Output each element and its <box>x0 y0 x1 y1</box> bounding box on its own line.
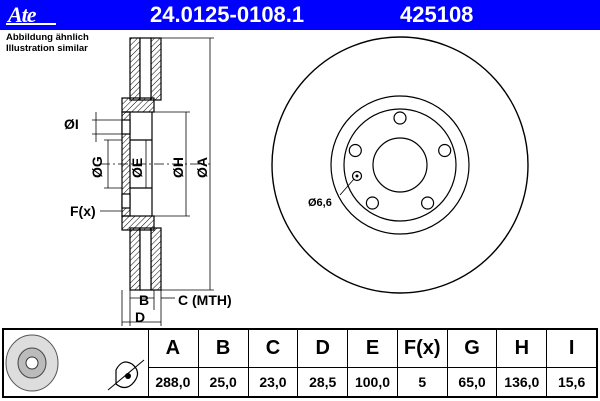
value-h: 136,0 <box>496 368 546 396</box>
bolt-hole-icon <box>365 196 379 210</box>
ate-logo: Ate <box>8 2 37 27</box>
value-c: 23,0 <box>247 368 298 396</box>
note-english: Illustration similar <box>6 43 88 54</box>
header-bar: Ate 24.0125-0108.1 425108 <box>0 0 600 30</box>
label-a: ØA <box>194 157 210 178</box>
spec-grid: A B C D E F(x) G H I 288,0 25,0 23,0 28,… <box>148 330 596 396</box>
bolt-hole-icon <box>348 143 362 158</box>
value-i: 15,6 <box>546 368 596 396</box>
label-c: C (MTH) <box>178 292 232 308</box>
value-e: 100,0 <box>347 368 397 396</box>
header-f: F(x) <box>396 330 447 368</box>
value-a: 288,0 <box>155 374 191 390</box>
header-h: H <box>496 330 547 368</box>
spec-table: A B C D E F(x) G H I 288,0 25,0 23,0 28,… <box>2 328 598 398</box>
label-f: F(x) <box>70 203 96 219</box>
value-b: 25,0 <box>197 368 248 396</box>
note-german: Abbildung ähnlich <box>6 32 89 43</box>
value-f: 5 <box>396 368 447 396</box>
header-i: I <box>546 330 596 368</box>
label-hole-diameter: Ø6,6 <box>308 197 332 209</box>
header-b: B <box>197 330 248 368</box>
value-d: 28,5 <box>297 368 347 396</box>
label-h: ØH <box>170 157 186 178</box>
disc-cross-section <box>121 37 162 291</box>
label-g: ØG <box>89 156 105 178</box>
disc-front-view <box>271 36 529 294</box>
locating-hole-icon <box>351 170 363 182</box>
part-number: 24.0125-0108.1 <box>150 2 305 27</box>
reference-number: 425108 <box>400 2 474 27</box>
label-i: ØI <box>64 116 79 132</box>
header-a: A <box>148 330 198 368</box>
label-d: D <box>135 309 145 325</box>
header-c: C <box>247 330 298 368</box>
technical-drawing: ØI ØG ØE ØH ØA F(x) B C (MTH) D Ø6,6 <box>64 36 529 326</box>
header-e: E <box>347 330 397 368</box>
product-thumbnail <box>4 330 149 396</box>
label-b: B <box>139 292 149 308</box>
bolt-hole-icon <box>393 111 407 125</box>
header-d: D <box>297 330 348 368</box>
header-g: G <box>446 330 497 368</box>
value-g: 65,0 <box>446 368 497 396</box>
bolt-hole-icon <box>421 196 435 210</box>
side-view-dimensions <box>92 37 214 326</box>
bolt-hole-icon <box>438 143 452 158</box>
label-e: ØE <box>129 158 145 178</box>
logo-underline <box>6 23 56 25</box>
